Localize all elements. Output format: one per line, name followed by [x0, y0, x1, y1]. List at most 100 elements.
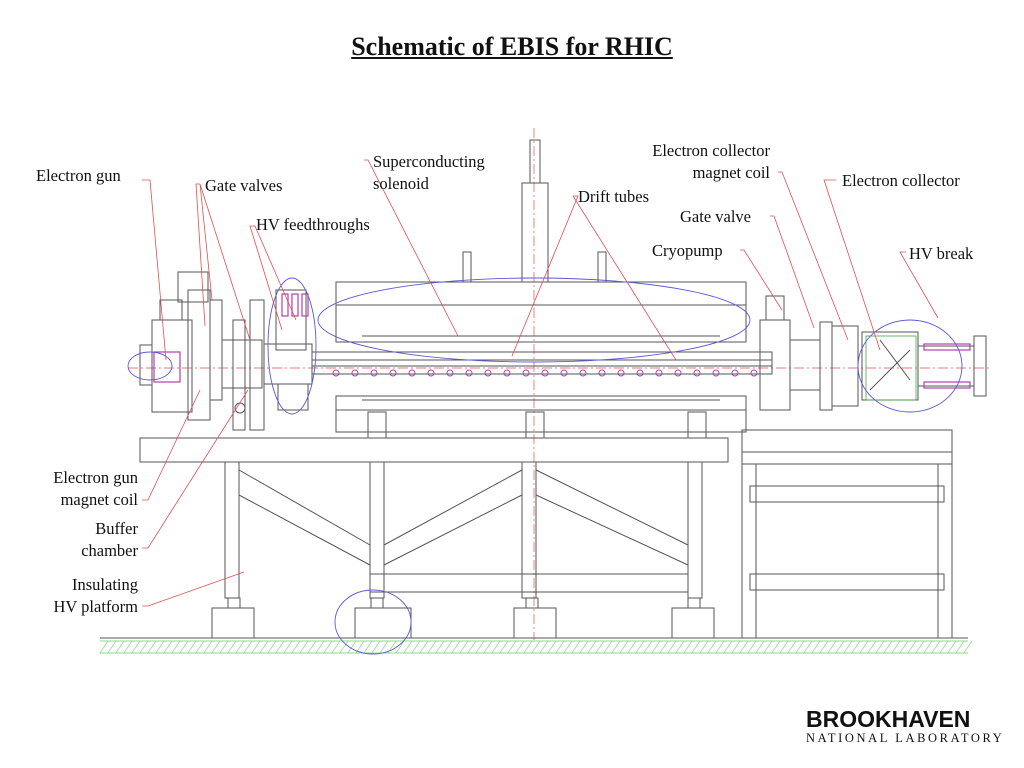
ground-hatch-mark [115, 640, 125, 654]
label-electron-collector-magnet-coil-line1: Electron collector [652, 141, 770, 160]
drift-tube-coil [693, 369, 701, 377]
ground-hatch-mark [627, 640, 637, 654]
ground-hatch-mark [571, 640, 581, 654]
ground-hatch-mark [643, 640, 653, 654]
ground-hatch-mark [467, 640, 477, 654]
ground-hatch-mark [131, 640, 141, 654]
ground-hatch-mark [851, 640, 861, 654]
ground-hatch-mark [299, 640, 309, 654]
drift-tube-coil [598, 369, 606, 377]
ground-hatch-mark [539, 640, 549, 654]
ground-hatch-mark [819, 640, 829, 654]
label-buffer-chamber-line2: chamber [81, 541, 138, 560]
ground-hatch-mark [763, 640, 773, 654]
ground-hatch-mark [235, 640, 245, 654]
ground-hatch-mark [107, 640, 117, 654]
drift-tube-coil [332, 369, 340, 377]
ground-hatch-mark [731, 640, 741, 654]
label-gate-valve: Gate valve [680, 207, 752, 226]
ground-hatch-mark [443, 640, 453, 654]
ground-hatch-mark [651, 640, 661, 654]
ground-hatch-mark [99, 640, 109, 654]
ground-hatch-mark [827, 640, 837, 654]
label-hv-break: HV break [909, 244, 974, 263]
label-insulating-hv-platform-line2: HV platform [53, 597, 138, 616]
ground-hatch-mark [395, 640, 405, 654]
ground-hatch-mark [515, 640, 525, 654]
ground-hatch-mark [739, 640, 749, 654]
ground-hatch-mark [923, 640, 933, 654]
ground-hatch-mark [259, 640, 269, 654]
ground-hatch-mark [187, 640, 197, 654]
label-hv-feedthroughs: HV feedthroughs [256, 215, 370, 234]
drift-tube-coil [446, 369, 454, 377]
ground-hatch-mark [579, 640, 589, 654]
ground-hatch-mark [267, 640, 277, 654]
drift-tube-coil [484, 369, 492, 377]
slide-title: Schematic of EBIS for RHIC [351, 32, 673, 61]
ground-hatch-mark [843, 640, 853, 654]
label-superconducting-solenoid-line1: Superconducting [373, 152, 485, 171]
ground-hatch-mark [219, 640, 229, 654]
ground-hatch-mark [483, 640, 493, 654]
label-drift-tubes: Drift tubes [578, 187, 650, 206]
ground-hatch-mark [707, 640, 717, 654]
ground-hatch-mark [427, 640, 437, 654]
ground-hatch-mark [875, 640, 885, 654]
drift-tube-coil [389, 369, 397, 377]
ground-hatch-mark [147, 640, 157, 654]
label-electron-gun: Electron gun [36, 166, 121, 185]
ground-hatch-mark [547, 640, 557, 654]
ground-hatch-mark [419, 640, 429, 654]
ground-hatch-mark [907, 640, 917, 654]
label-superconducting-solenoid-line2: solenoid [373, 174, 429, 193]
ground-hatch-mark [563, 640, 573, 654]
ground-hatch-mark [715, 640, 725, 654]
ground-hatch-mark [163, 640, 173, 654]
drift-tube-coil [579, 369, 587, 377]
drift-tube-coil [522, 369, 530, 377]
label-insulating-hv-platform-line1: Insulating [72, 575, 138, 594]
ground-hatch-mark [659, 640, 669, 654]
ground-hatch-mark [331, 640, 341, 654]
ground-hatch-mark [595, 640, 605, 654]
ground-hatch-mark [795, 640, 805, 654]
ground-hatch-mark [123, 640, 133, 654]
ground-hatch-mark [243, 640, 253, 654]
ground-hatch-mark [411, 640, 421, 654]
ground-hatch-mark [635, 640, 645, 654]
ground-hatch-mark [195, 640, 205, 654]
ground-hatch-mark [835, 640, 845, 654]
drift-tube-coil [617, 369, 625, 377]
ground-hatch-mark [171, 640, 181, 654]
ground-hatch-mark [555, 640, 565, 654]
ground-hatch-mark [203, 640, 213, 654]
ground-hatch-mark [339, 640, 349, 654]
ground-hatch-mark [747, 640, 757, 654]
ground-hatch-mark [155, 640, 165, 654]
ground-hatch-mark [899, 640, 909, 654]
ground-hatch-mark [963, 640, 973, 654]
ground-hatch-mark [491, 640, 501, 654]
ground-hatch-mark [787, 640, 797, 654]
ground-hatch-mark [211, 640, 221, 654]
drift-tube-coil [351, 369, 359, 377]
ground-hatch-mark [523, 640, 533, 654]
ground-hatch-mark [947, 640, 957, 654]
ground-hatch-mark [275, 640, 285, 654]
ground-hatch-mark [891, 640, 901, 654]
drift-tube-coil [541, 369, 549, 377]
drift-tube-coil [750, 369, 758, 377]
ground-hatch-mark [619, 640, 629, 654]
ground-hatch-mark [771, 640, 781, 654]
ground-hatch-mark [939, 640, 949, 654]
drift-tube-coil [427, 369, 435, 377]
label-electron-gun-magnet-coil-line1: Electron gun [53, 468, 138, 487]
ground-hatch-mark [931, 640, 941, 654]
ground-hatch-mark [587, 640, 597, 654]
ground-hatch-mark [531, 640, 541, 654]
ground-hatch-mark [379, 640, 389, 654]
ground-hatch-mark [507, 640, 517, 654]
